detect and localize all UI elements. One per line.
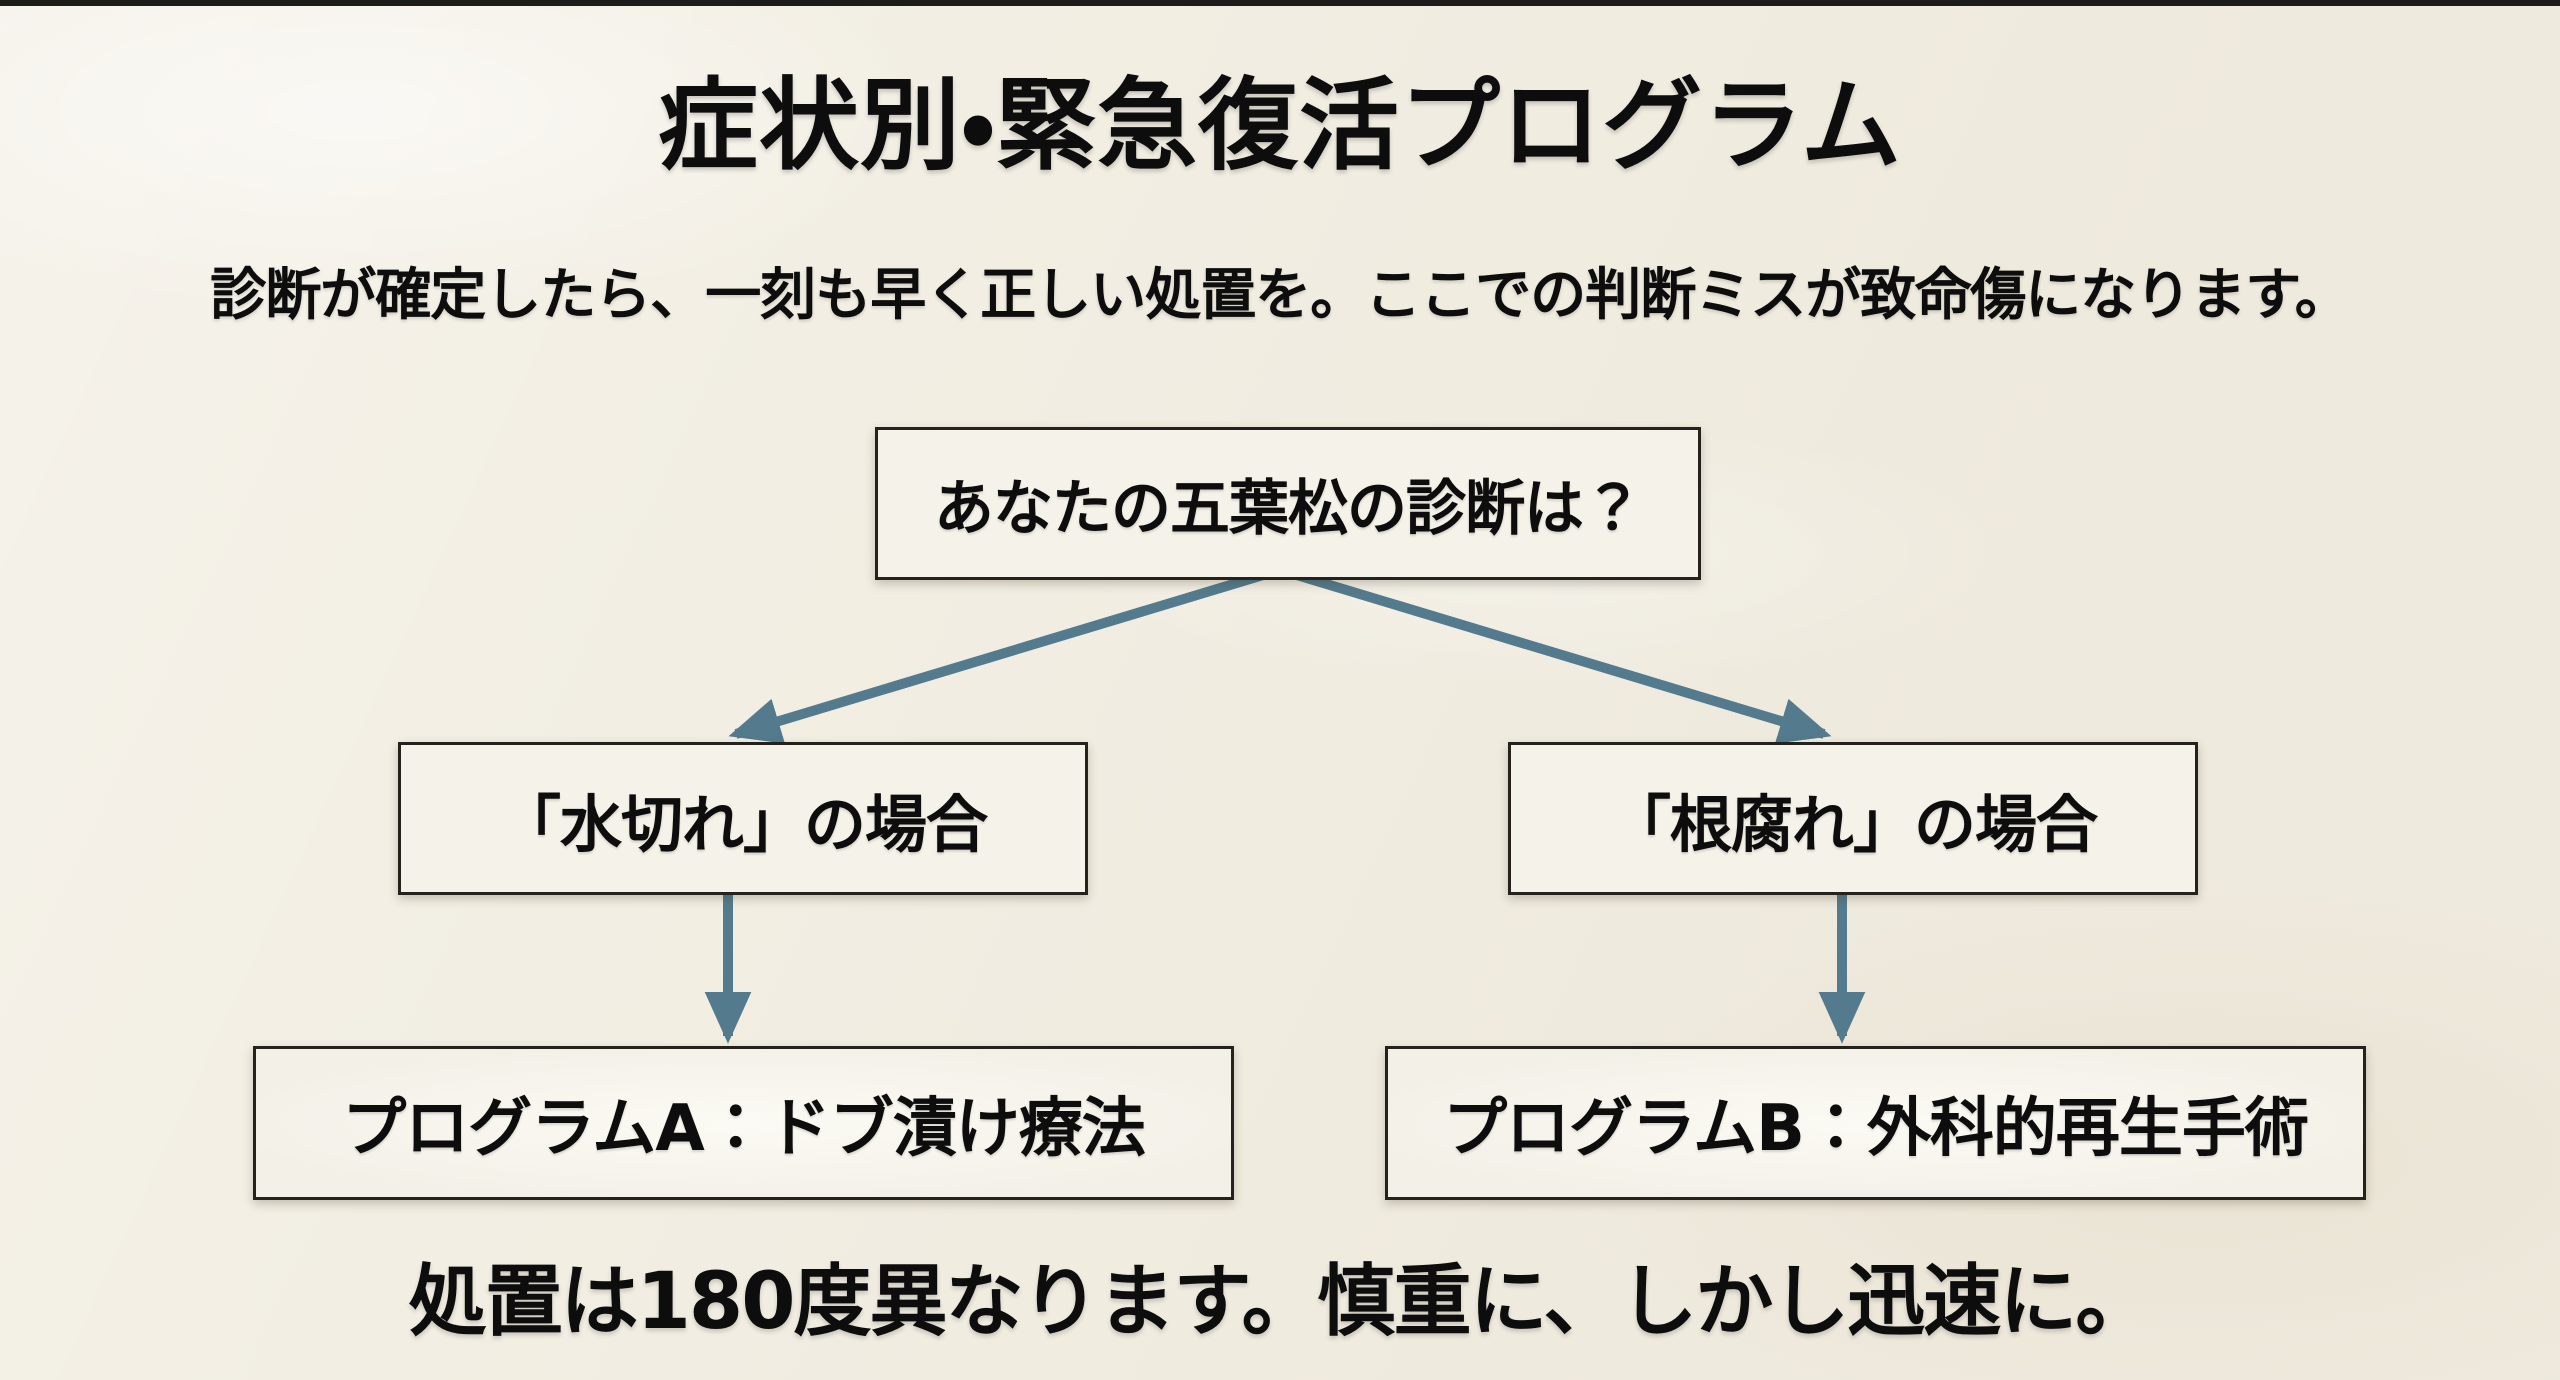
slide-subtitle: 診断が確定したら、一刻も早く正しい処置を。ここでの判断ミスが致命傷になります。 [210,263,2350,328]
root-question-label: あなたの五葉松の診断は？ [934,474,1643,544]
condition-root-rot-label: 「根腐れ」の場合 [1608,787,2098,861]
condition-water-shortage-label: 「水切れ」の場合 [498,787,988,861]
slide-title: 症状別・緊急復活プログラム [658,67,1902,184]
footer-note: 処置は180度異なります。慎重に、しかし迅速に。 [408,1257,2154,1347]
arrow-root-to-left-condition [728,565,1282,744]
program-a-box: プログラムA：ドブ漬け療法 [253,1046,1234,1200]
arrow-root-to-right-condition [1278,565,1832,744]
program-a-label: プログラムA：ドブ漬け療法 [342,1092,1146,1166]
program-b-box: プログラムB：外科的再生手術 [1385,1046,2366,1200]
top-edge-bar [0,0,2560,6]
program-b-label: プログラムB：外科的再生手術 [1443,1092,2309,1166]
root-question-box: あなたの五葉松の診断は？ [875,427,1701,580]
condition-box-root-rot: 「根腐れ」の場合 [1508,742,2198,895]
condition-box-water-shortage: 「水切れ」の場合 [398,742,1088,895]
